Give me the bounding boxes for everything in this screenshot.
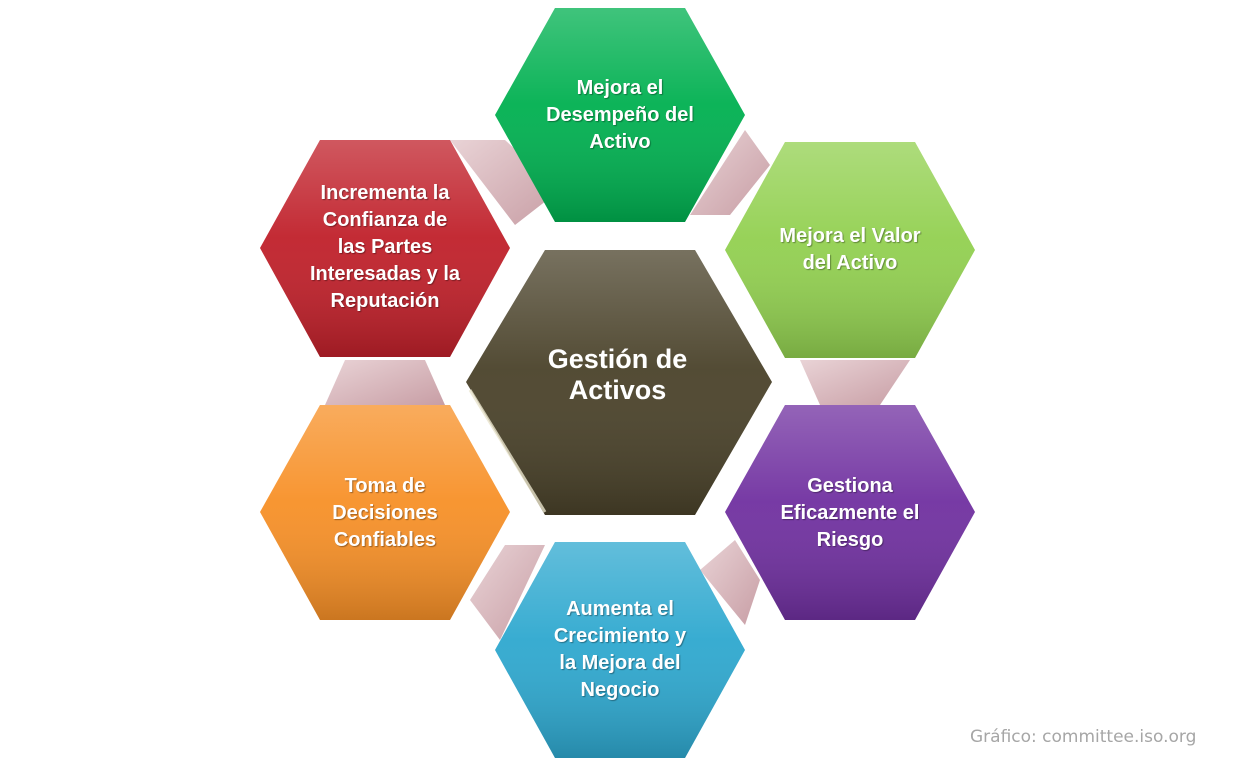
node-label-valor: Mejora el Valor del Activo bbox=[779, 225, 921, 274]
hexagon-desempeno bbox=[495, 8, 745, 222]
node-label-riesgo: Gestiona Eficazmente el Riesgo bbox=[780, 474, 920, 551]
connector-confianza-desempeno bbox=[450, 140, 560, 225]
hexagon-gloss bbox=[495, 8, 745, 222]
image-credit: Gráfico: committee.iso.org bbox=[970, 727, 1197, 747]
hexagon-gloss bbox=[260, 140, 510, 357]
center-label: Gestión de Activos bbox=[547, 344, 688, 405]
center-hexagon-gloss bbox=[466, 250, 772, 515]
connector-riesgo-crecimiento bbox=[700, 540, 760, 625]
connector-crecimiento-decisiones bbox=[470, 545, 545, 640]
hexagon-confianza bbox=[260, 140, 510, 357]
connectors bbox=[325, 130, 910, 640]
node-label-confianza: Incrementa la Confianza de las Partes In… bbox=[309, 182, 461, 312]
hexagon-decisiones bbox=[260, 405, 510, 620]
connector-valor-riesgo bbox=[800, 360, 910, 405]
node-label-desempeno: Mejora el Desempeño del Activo bbox=[546, 76, 694, 153]
hexagon-valor bbox=[725, 142, 975, 358]
hexagon-center bbox=[466, 250, 772, 515]
hexagon-gloss bbox=[725, 142, 975, 358]
node-label-crecimiento: Aumenta el Crecimiento y la Mejora del N… bbox=[553, 598, 687, 701]
hexagon-crecimiento bbox=[495, 542, 745, 758]
hexagon-gloss bbox=[495, 542, 745, 758]
connector-decisiones-confianza bbox=[325, 360, 445, 405]
hexagon-gloss bbox=[725, 405, 975, 620]
connector-desempeno-valor bbox=[690, 130, 770, 215]
hexagon-riesgo bbox=[725, 405, 975, 620]
node-label-decisiones: Toma de Decisiones Confiables bbox=[332, 474, 438, 551]
center-hexagon-bevel bbox=[468, 389, 547, 513]
hexagon-gloss bbox=[260, 405, 510, 620]
